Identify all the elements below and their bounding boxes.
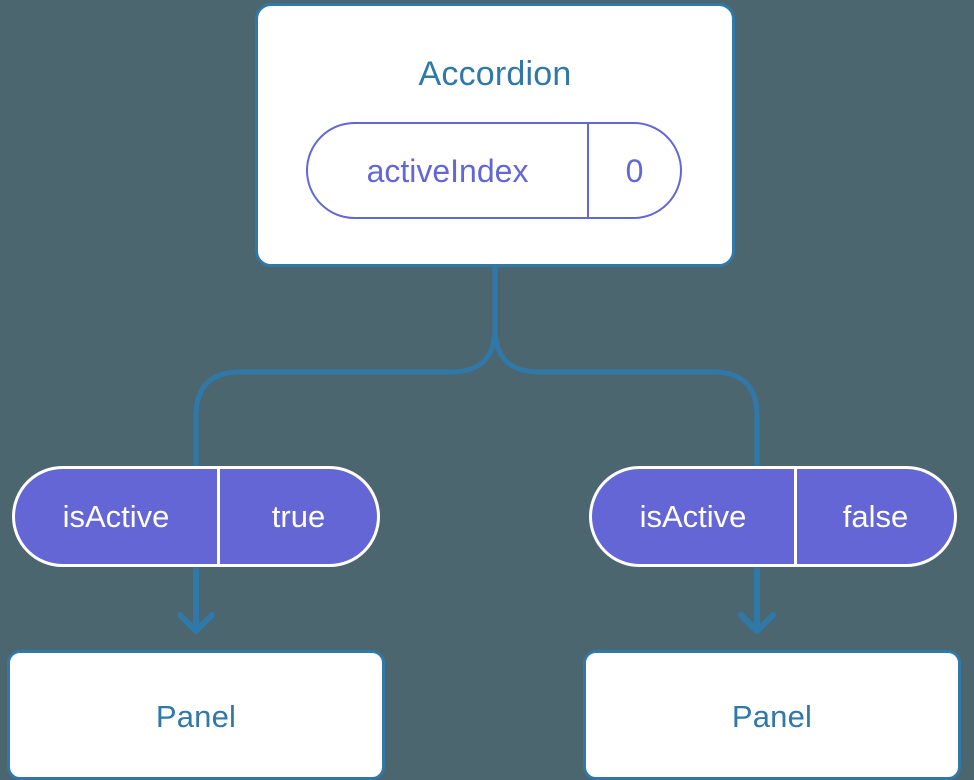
node-panel-title: Panel xyxy=(731,699,813,734)
prop-pill-value: false xyxy=(842,499,909,534)
state-pill-key: activeIndex xyxy=(308,124,589,217)
node-panel-card-right[interactable]: Panel xyxy=(583,650,961,780)
prop-pill-is-active-true[interactable]: isActive true xyxy=(12,466,380,567)
prop-pill-key: isActive xyxy=(592,469,797,564)
tree-branch-connector xyxy=(492,263,760,471)
prop-pill-is-active-false[interactable]: isActive false xyxy=(589,466,957,567)
tree-branch-connector xyxy=(193,263,498,471)
node-accordion-title: Accordion xyxy=(418,55,572,93)
prop-pill-key: isActive xyxy=(15,469,220,564)
prop-pill-value: true xyxy=(271,499,326,534)
arrow-down-icon xyxy=(738,567,776,634)
node-panel-title: Panel xyxy=(155,699,237,734)
node-panel-card-left[interactable]: Panel xyxy=(7,650,385,780)
arrow-down-icon xyxy=(177,567,215,634)
state-pill-active-index[interactable]: activeIndex 0 xyxy=(306,122,682,219)
state-pill-value: 0 xyxy=(625,152,644,189)
